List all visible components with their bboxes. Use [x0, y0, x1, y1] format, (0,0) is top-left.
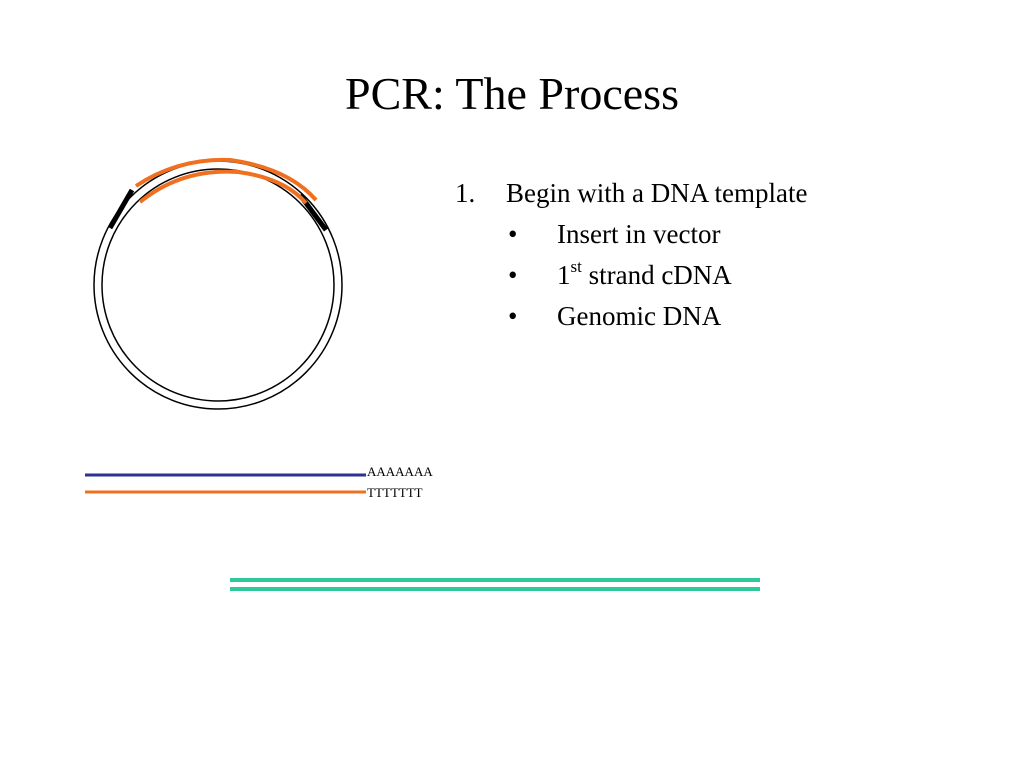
plasmid-strand-arc-inner	[138, 169, 308, 205]
bullet-text-rest: strand cDNA	[581, 260, 732, 290]
step-number: 1.	[455, 178, 476, 208]
bullet-text-superscript: st	[570, 257, 582, 276]
insert-marker-left	[107, 188, 135, 230]
bullet-text: Insert in vector	[557, 219, 721, 249]
bullet-icon: •	[508, 301, 518, 331]
bullet-icon: •	[508, 219, 518, 249]
bullet-item-genomic-dna: • Genomic DNA	[455, 296, 975, 337]
bullet-icon: •	[508, 260, 518, 290]
poly-a-tail-label: AAAAAAA	[367, 464, 433, 479]
bullet-text: Genomic DNA	[557, 301, 722, 331]
poly-t-label: TTTTTTT	[367, 485, 423, 500]
step-text: Begin with a DNA template	[506, 178, 808, 208]
slide-title: PCR: The Process	[345, 68, 679, 119]
bullet-text-main: 1	[557, 260, 571, 290]
plasmid-inner-ring	[101, 168, 335, 402]
plasmid-strand-arc-outer	[134, 157, 318, 202]
bullet-item-insert-in-vector: • Insert in vector	[455, 214, 975, 255]
step-list: 1. Begin with a DNA template • Insert in…	[455, 173, 975, 337]
bullet-item-first-strand-cdna: • 1st strand cDNA	[455, 255, 975, 296]
step-item: 1. Begin with a DNA template	[455, 173, 975, 214]
bullet-text: 1st strand cDNA	[557, 255, 732, 296]
